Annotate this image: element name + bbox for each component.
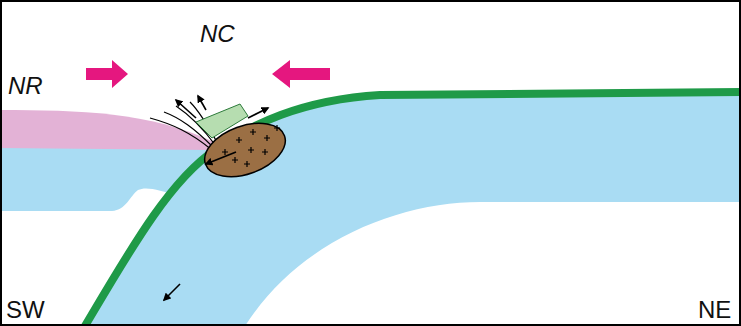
compression-arrow bbox=[86, 60, 128, 88]
plus-signs bbox=[222, 125, 280, 167]
motion-arrows bbox=[164, 96, 268, 300]
overriding-crust bbox=[0, 110, 214, 150]
region-label: NR bbox=[8, 74, 43, 98]
compression-arrow bbox=[272, 60, 330, 88]
region-label: NC bbox=[200, 22, 235, 46]
exhumed-body bbox=[197, 113, 292, 187]
subducting-plate bbox=[85, 92, 741, 326]
oceanic-crust bbox=[85, 92, 741, 326]
region-label: SW bbox=[6, 298, 45, 322]
region-label: NE bbox=[698, 298, 731, 322]
